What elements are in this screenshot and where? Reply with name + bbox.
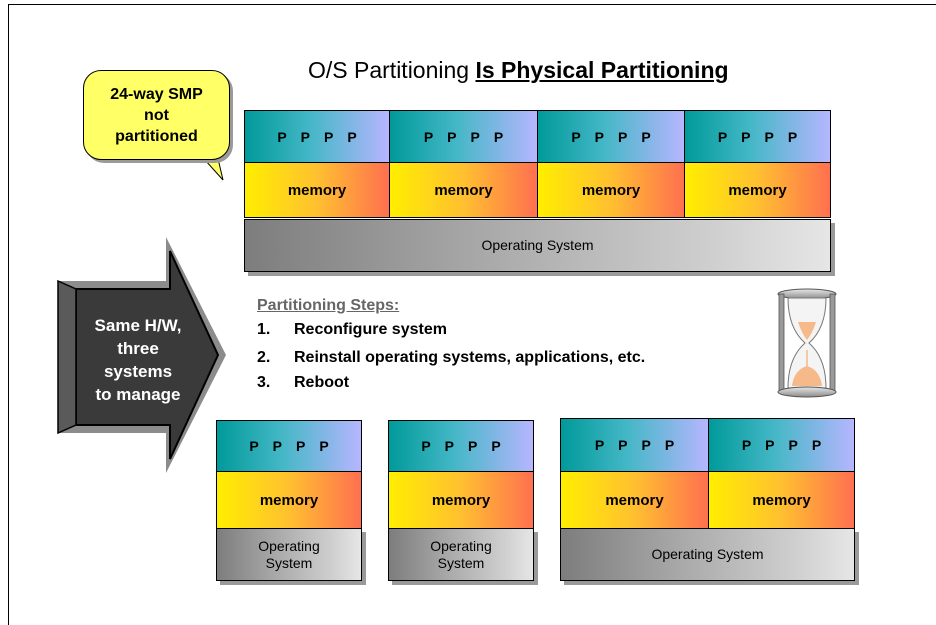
- cpu-label: P: [594, 437, 605, 453]
- cpu-label: P: [470, 128, 480, 145]
- cpu-label: P: [571, 128, 581, 145]
- step-1: 1. Reconfigure system: [257, 321, 447, 339]
- arrow-line-4: to manage: [95, 385, 181, 404]
- memory-label: memory: [605, 491, 664, 509]
- steps-title: Partitioning Steps:: [257, 297, 400, 314]
- cpu-label: P: [618, 128, 628, 145]
- memory-label: memory: [287, 181, 347, 199]
- cpu-label: P: [300, 128, 310, 145]
- memory-label: memory: [259, 491, 319, 509]
- cpu-label: P: [717, 128, 728, 145]
- step-text: Reboot: [294, 374, 350, 391]
- arrow-line-1: Same H/W,: [94, 316, 182, 335]
- cpu-label: P: [447, 128, 457, 145]
- top-operating-system: Operating System: [244, 219, 831, 272]
- os-label-line-1: Operating: [258, 537, 320, 554]
- cpu-label: P: [788, 437, 798, 453]
- bottom-operating-system-3: Operating System: [560, 528, 855, 581]
- arrow-line-3: systems: [103, 362, 173, 381]
- callout-bubble: 24-way SMP not partitioned: [83, 70, 230, 160]
- step-text: Reinstall operating systems, application…: [294, 349, 646, 366]
- os-label-line-2: System: [437, 554, 485, 571]
- memory-label: memory: [752, 491, 811, 509]
- os-label-line-2: System: [265, 554, 313, 571]
- step-2: 2. Reinstall operating systems, applicati…: [257, 349, 645, 367]
- step-number: 1.: [257, 321, 271, 338]
- hourglass-icon: [777, 288, 837, 398]
- memory-label: memory: [431, 491, 491, 509]
- cpu-label: P: [347, 128, 357, 145]
- cpu-label: P: [641, 437, 651, 453]
- cpu-label: P: [741, 128, 751, 145]
- cpu-label: P: [319, 438, 329, 454]
- bottom-memory-4: memory: [708, 471, 855, 529]
- callout-line-2: not: [144, 106, 169, 124]
- cpu-label: P: [493, 128, 504, 145]
- top-memory-1: memory: [244, 162, 390, 218]
- cpu-label: P: [618, 437, 628, 453]
- step-3: 3. Reboot: [257, 374, 349, 392]
- bottom-memory-2: memory: [388, 471, 534, 529]
- step-number: 3.: [257, 374, 271, 391]
- cpu-label: P: [811, 437, 822, 453]
- cpu-label: P: [324, 128, 334, 145]
- os-label: Operating System: [651, 546, 764, 562]
- top-memory-3: memory: [537, 162, 685, 218]
- cpu-label: P: [468, 438, 478, 454]
- bottom-memory-3: memory: [560, 471, 709, 529]
- cpu-label: P: [423, 128, 434, 145]
- cpu-label: P: [296, 438, 306, 454]
- callout-line-1: 24-way SMP: [110, 85, 203, 103]
- step-number: 2.: [257, 349, 271, 366]
- cpu-label: P: [594, 128, 604, 145]
- arrow-right-icon: [57, 237, 226, 473]
- cpu-label: P: [249, 438, 259, 454]
- memory-label: memory: [434, 181, 493, 199]
- step-text: Reconfigure system: [294, 321, 447, 338]
- title-plain: O/S Partitioning: [308, 57, 476, 83]
- arrow-line-2: three: [117, 339, 159, 358]
- top-memory-4: memory: [684, 162, 831, 218]
- os-label: Operating System: [481, 237, 594, 253]
- cpu-label: P: [787, 128, 798, 145]
- bottom-memory-1: memory: [216, 471, 362, 529]
- cpu-label: P: [277, 128, 287, 145]
- cpu-label: P: [764, 128, 774, 145]
- title-bold: Is Physical Partitioning: [475, 57, 729, 83]
- cpu-label: P: [272, 438, 282, 454]
- top-memory-2: memory: [389, 162, 538, 218]
- cpu-label: P: [491, 438, 501, 454]
- slide-frame: [8, 4, 936, 625]
- arrow-label: Same H/W, three systems to manage: [80, 314, 196, 406]
- memory-label: memory: [581, 181, 641, 199]
- cpu-label: P: [641, 128, 651, 145]
- callout-line-3: partitioned: [115, 127, 198, 145]
- cpu-label: P: [741, 437, 752, 453]
- cpu-label: P: [421, 438, 431, 454]
- memory-label: memory: [728, 181, 787, 199]
- cpu-label: P: [664, 437, 675, 453]
- cpu-label: P: [444, 438, 454, 454]
- cpu-label: P: [765, 437, 775, 453]
- slide-title: O/S Partitioning Is Physical Partitionin…: [308, 57, 729, 84]
- os-label-line-1: Operating: [430, 537, 492, 554]
